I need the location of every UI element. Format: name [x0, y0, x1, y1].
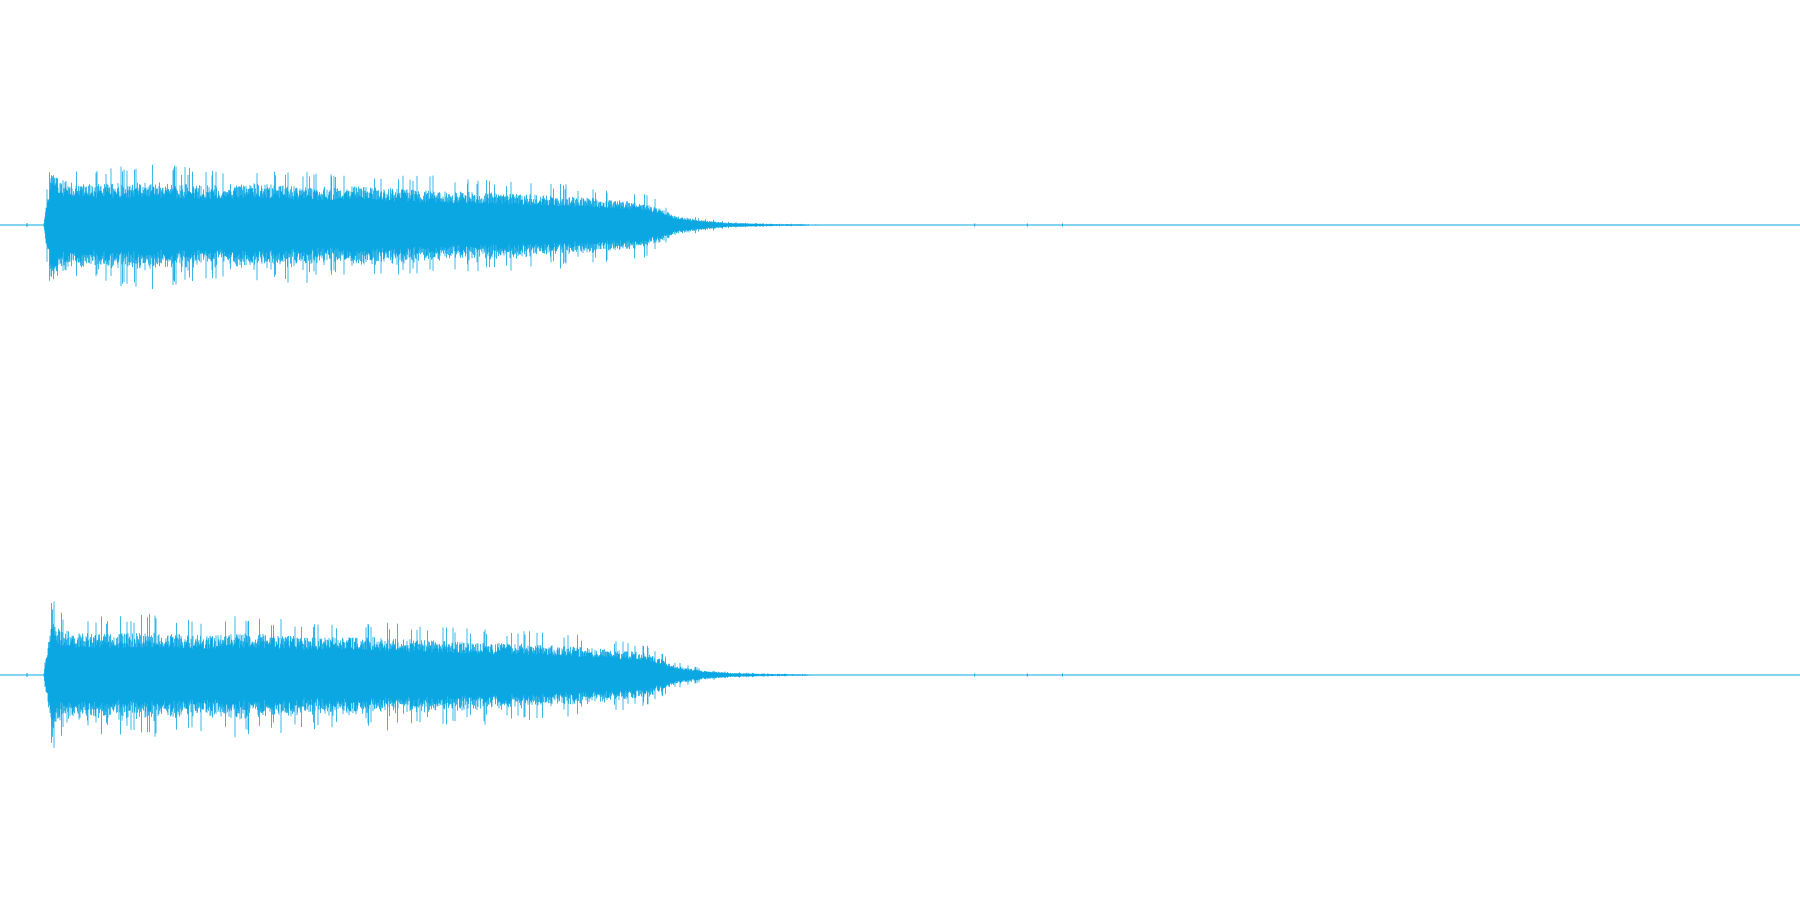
channel-left-waveform[interactable]: [0, 164, 1800, 290]
channel-right-waveform[interactable]: [0, 601, 1800, 748]
waveform-trace: [43, 164, 832, 290]
waveform-trace: [43, 601, 832, 748]
